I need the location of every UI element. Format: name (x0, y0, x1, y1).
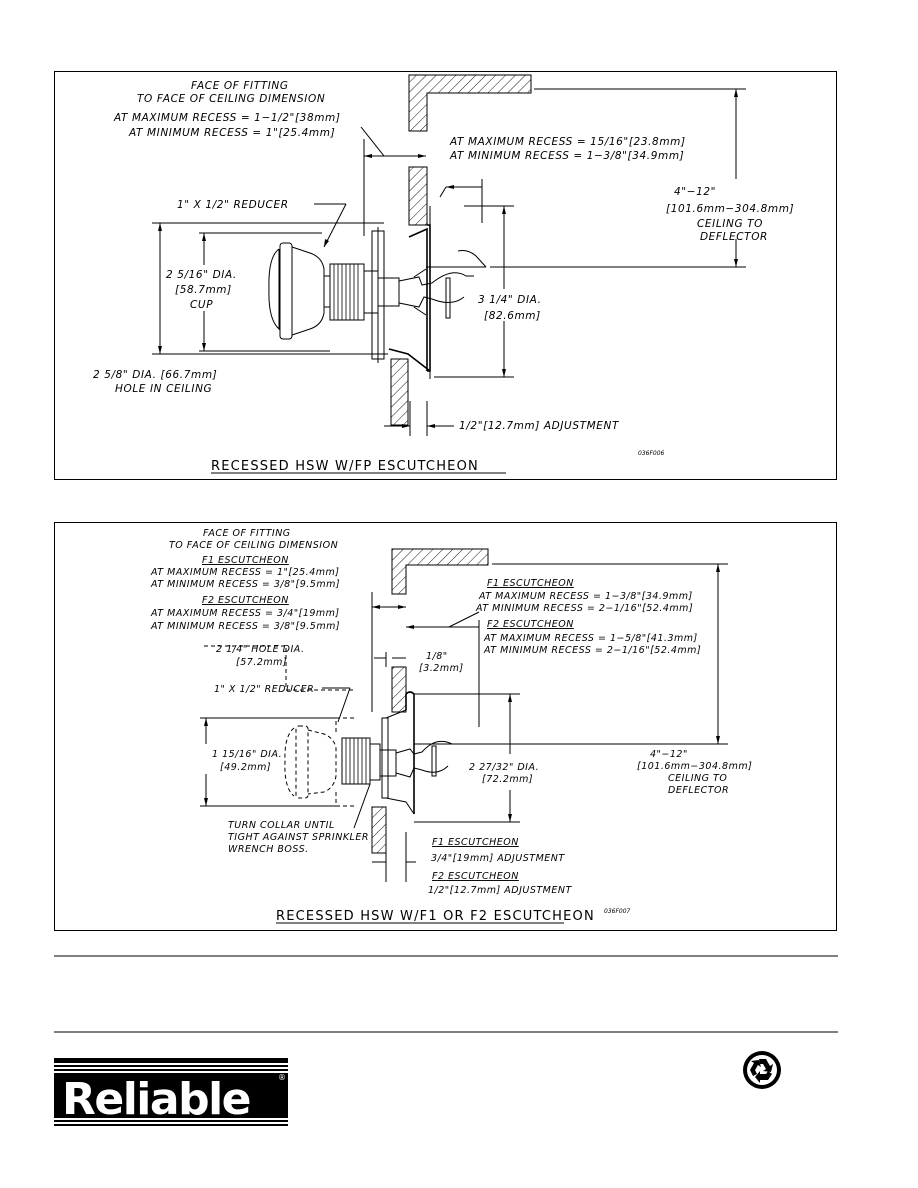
ceiling-to-label: CEILING TO (668, 773, 727, 784)
figure-recessed-fp: FACE OF FITTING TO FACE OF CEILING DIMEN… (54, 71, 837, 480)
thread-lines (333, 264, 359, 320)
figure-title: RECESSED HSW W/F1 OR F2 ESCUTCHEON (276, 909, 595, 924)
f2-adj-heading: F2 ESCUTCHEON (432, 871, 519, 882)
escutcheon-mm-label: [72.2mm] (482, 774, 533, 785)
collar-label-3: WRENCH BOSS. (228, 844, 309, 855)
cup-mm-label: [49.2mm] (220, 762, 271, 773)
escutcheon-mm-label: [82.6mm] (484, 310, 541, 322)
face-dim-label-1: FACE OF FITTING (203, 528, 291, 539)
face-dim-label-2: TO FACE OF CEILING DIMENSION (169, 540, 338, 551)
face-dim-label-1: FACE OF FITTING (191, 80, 289, 92)
ceiling-range-label: 4"−12" (674, 186, 716, 198)
f2-left-min: AT MINIMUM RECESS = 3/8"[9.5mm] (150, 621, 340, 632)
adjustment-label: 1/2"[12.7mm] ADJUSTMENT (459, 420, 620, 432)
figure-title: RECESSED HSW W/FP ESCUTCHEON (211, 459, 479, 474)
escutcheon-plate (371, 206, 431, 379)
min-recess-right: AT MINIMUM RECESS = 1−3/8"[34.9mm] (449, 150, 684, 162)
gap-label: 1/8" (426, 651, 448, 662)
cup-dia-label: 1 15/16" DIA. (212, 749, 282, 760)
f2-left-max: AT MAXIMUM RECESS = 3/4"[19mm] (150, 608, 340, 619)
f1-left-max: AT MAXIMUM RECESS = 1"[25.4mm] (150, 567, 339, 578)
f2-right-heading: F2 ESCUTCHEON (487, 619, 574, 630)
escutcheon-dia-label: 3 1/4" DIA. (478, 294, 542, 306)
hole-label: HOLE IN CEILING (115, 383, 212, 395)
ceiling-range-label: 4"−12" (650, 749, 688, 760)
reducer-label: 1" X 1/2" REDUCER (214, 684, 314, 695)
gap-mm-label: [3.2mm] (419, 663, 464, 674)
f2-adj-label: 1/2"[12.7mm] ADJUSTMENT (428, 885, 572, 896)
f1-right-max: AT MAXIMUM RECESS = 1−3/8"[34.9mm] (478, 591, 693, 602)
deflector (426, 250, 487, 319)
f1-right-heading: F1 ESCUTCHEON (487, 578, 574, 589)
reducer-label: 1" X 1/2" REDUCER (177, 199, 289, 211)
recycle-icon (743, 1051, 781, 1089)
face-dim-label-2: TO FACE OF CEILING DIMENSION (137, 93, 325, 105)
f1-left-min: AT MINIMUM RECESS = 3/8"[9.5mm] (150, 579, 340, 590)
drawing-code: 036F007 (604, 908, 631, 915)
escutcheon-plate (381, 691, 415, 815)
ceiling-to-label: CEILING TO (697, 218, 763, 230)
hole-dia-label: 2 5/8" DIA. [66.7mm] (93, 369, 217, 381)
deflector-label: DEFLECTOR (668, 785, 729, 796)
f2-right-max: AT MAXIMUM RECESS = 1−5/8"[41.3mm] (483, 633, 698, 644)
cup-mm-label: [58.7mm] (175, 284, 232, 296)
ceiling-structure (371, 548, 489, 854)
figure-border (54, 522, 837, 931)
drawing-code: 036F006 (638, 450, 665, 457)
hole-dia-label: 2 1/4" HOLE DIA. (216, 644, 305, 655)
min-recess-left: AT MINIMUM RECESS = 1"[25.4mm] (128, 127, 335, 139)
f1-adj-label: 3/4"[19mm] ADJUSTMENT (431, 853, 565, 864)
logo-registered-mark: ® (278, 1073, 286, 1082)
collar-label-1: TURN COLLAR UNTIL (228, 820, 335, 831)
dimension-lines (152, 88, 746, 436)
cup-dia-label: 2 5/16" DIA. (166, 269, 237, 281)
sprinkler-body (284, 717, 423, 807)
max-recess-left: AT MAXIMUM RECESS = 1−1/2"[38mm] (113, 112, 341, 124)
logo-text: Reliable (62, 1074, 250, 1125)
reliable-logo: Reliable ® (54, 1058, 288, 1126)
sprinkler-body (268, 242, 433, 340)
f1-left-heading: F1 ESCUTCHEON (202, 555, 289, 566)
ceiling-mm-label: [101.6mm−304.8mm] (637, 761, 752, 772)
deflector-label: DEFLECTOR (700, 231, 768, 243)
f1-adj-heading: F1 ESCUTCHEON (432, 837, 519, 848)
ceiling-mm-label: [101.6mm−304.8mm] (666, 203, 794, 215)
f2-left-heading: F2 ESCUTCHEON (202, 595, 289, 606)
max-recess-right: AT MAXIMUM RECESS = 15/16"[23.8mm] (449, 136, 686, 148)
figure-border (54, 71, 837, 480)
hole-mm-label: [57.2mm] (236, 657, 287, 668)
cup-label: CUP (190, 299, 213, 311)
ceiling-structure (390, 74, 532, 426)
dimension-lines (200, 563, 728, 882)
escutcheon-dia-label: 2 27/32" DIA. (469, 762, 539, 773)
f1-right-min: AT MINIMUM RECESS = 2−1/16"[52.4mm] (475, 603, 693, 614)
collar-label-2: TIGHT AGAINST SPRINKLER (228, 832, 369, 843)
thread-lines (345, 738, 367, 784)
figure-recessed-f1-f2: FACE OF FITTING TO FACE OF CEILING DIMEN… (54, 522, 837, 931)
f2-right-min: AT MINIMUM RECESS = 2−1/16"[52.4mm] (483, 645, 701, 656)
page-footer: Reliable ® (54, 955, 838, 1126)
